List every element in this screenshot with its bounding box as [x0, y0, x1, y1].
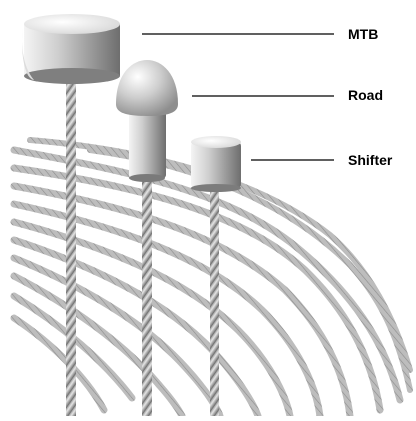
shifter-label: Shifter	[348, 152, 393, 168]
road-cable	[116, 60, 178, 416]
mtb-cable	[22, 14, 120, 416]
cable-coil-loop	[10, 292, 136, 402]
cable-coil-loop	[87, 147, 413, 393]
cable-coil-loop	[10, 200, 324, 420]
cable-coil-loop	[10, 314, 108, 414]
road-label: Road	[348, 87, 383, 103]
shifter-barrel-end	[191, 136, 241, 192]
road-pear-end	[116, 60, 178, 182]
cable-coil-loop	[10, 218, 294, 420]
cable-coil-loop	[10, 182, 354, 420]
shifter-cable	[191, 136, 241, 416]
road-inner-wire	[142, 175, 152, 416]
cable-coil-loop	[10, 146, 404, 404]
cable-coil-loop	[10, 164, 384, 414]
mtb-inner-wire	[66, 72, 76, 416]
shifter-inner-wire	[210, 185, 219, 416]
mtb-barrel-end	[22, 14, 120, 84]
mtb-label: MTB	[348, 26, 379, 42]
